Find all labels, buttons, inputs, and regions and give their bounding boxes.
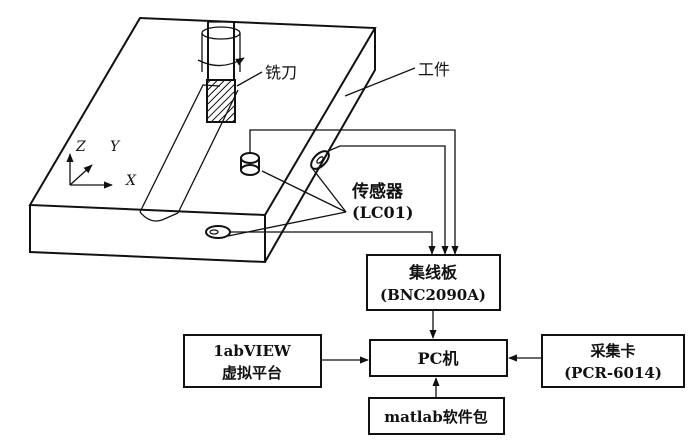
- pc-title: PC机: [418, 349, 459, 368]
- labview-subtitle: 虚拟平台: [222, 364, 282, 382]
- matlab-title: matlab软件包: [384, 408, 487, 426]
- daq-title: 采集卡: [589, 342, 635, 360]
- sensor-cables: [230, 129, 459, 255]
- workpiece: [28, 16, 377, 264]
- sensor-model-label: (LC01): [352, 203, 413, 222]
- sensor-leaders: [227, 167, 347, 237]
- board-box: 集线板 (BNC2090A): [366, 254, 501, 311]
- sensor-label: 传感器: [351, 181, 404, 202]
- sensor-front: [205, 225, 231, 239]
- axis-x-label: X: [125, 173, 137, 189]
- sensor-right: [310, 150, 330, 170]
- sensor-top: [240, 152, 260, 176]
- milling-cutter: [197, 21, 245, 123]
- daq-box: 采集卡 (PCR-6014): [541, 334, 685, 388]
- workpiece-leader-line: [344, 67, 416, 97]
- labview-title: 1abVIEW: [213, 342, 292, 360]
- board-title: 集线板: [408, 263, 458, 282]
- axis-z-label: Z: [75, 139, 86, 155]
- daq-model: (PCR-6014): [564, 364, 662, 382]
- cutter-leader-line: [236, 71, 263, 87]
- labview-box: 1abVIEW 虚拟平台: [183, 334, 322, 388]
- matlab-box: matlab软件包: [368, 397, 505, 435]
- workpiece-label: 工件: [418, 60, 450, 79]
- cutter-label: 铣刀: [265, 63, 297, 82]
- board-model: (BNC2090A): [380, 286, 486, 304]
- axis-y-label: Y: [110, 139, 121, 155]
- axis-indicator: Z Y X: [66, 139, 137, 189]
- pc-box: PC机: [369, 339, 508, 377]
